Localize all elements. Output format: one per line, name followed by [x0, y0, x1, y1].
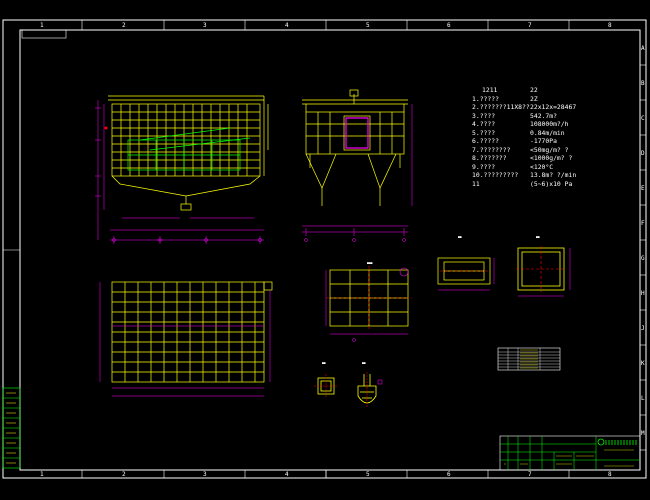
col-label: 7 [528, 22, 532, 29]
spec-row: 7.???????? <50mg/m? ? [472, 146, 622, 155]
spec-value: 22x12x=28467 [530, 103, 577, 111]
col-label: 6 [447, 471, 451, 478]
spec-header-key: 1211 [482, 86, 498, 94]
col-label: 2 [122, 471, 126, 478]
revision-table [2, 387, 21, 469]
col-label: 5 [366, 22, 370, 29]
spec-row: 2.???????11X8??22x12x=28467 [472, 103, 622, 112]
spec-key: 1.????? [472, 94, 499, 103]
detail-view-c: ■■ [314, 361, 338, 398]
row-label: L [641, 395, 645, 402]
svg-text:■■: ■■ [322, 361, 326, 365]
col-label: 1 [40, 22, 44, 29]
spec-value: (5~6)x10 Pa [530, 179, 573, 188]
spec-row: 10.????????? 13.8m? ?/min [472, 171, 622, 180]
spec-key: 5.???? [472, 128, 496, 137]
row-label: J [641, 325, 645, 332]
col-label: 8 [608, 22, 612, 29]
spec-key: 10.????????? [472, 171, 519, 179]
spec-value: <1000g/m? ? [530, 154, 573, 162]
col-label: 4 [285, 22, 289, 29]
svg-text:■■: ■■ [362, 361, 366, 365]
spec-key: 11 [472, 179, 480, 188]
spec-row: 1.????? 2Z [472, 95, 622, 104]
col-label: 6 [447, 22, 451, 29]
col-label: 5 [366, 471, 370, 478]
technical-spec-list: 1211 22 1.????? 2Z 2.???????11X8??22x12x=… [472, 86, 622, 188]
row-label: E [641, 185, 645, 192]
col-label: 8 [608, 471, 612, 478]
spec-value: 108000m?/h [530, 120, 569, 128]
outer-border [2, 19, 647, 479]
spec-row: 3.???? 542.7m? [472, 112, 622, 121]
row-label: H [641, 290, 645, 297]
row-label: A [641, 45, 645, 52]
row-label: F [641, 220, 645, 227]
row-label: B [641, 80, 645, 87]
spec-key: 6.????? [472, 137, 499, 145]
spec-value: 542.7m? [530, 111, 557, 120]
col-label: 3 [203, 22, 207, 29]
row-label: D [641, 150, 645, 157]
parts-list-table [497, 347, 561, 371]
col-label: 1 [40, 471, 44, 478]
front-elevation-view [95, 95, 269, 244]
spec-row: 4.???? 108000m?/h [472, 120, 622, 129]
spec-value: <50mg/m? ? [530, 145, 569, 154]
spec-key: 8.??????? [472, 154, 507, 162]
spec-key: 4.???? [472, 120, 496, 128]
spec-key: 7.???????? [472, 145, 511, 154]
corner-box [21, 29, 67, 39]
svg-text:■■■: ■■■ [367, 261, 373, 265]
spec-row: 11 (5~6)x10 Pa [472, 180, 622, 189]
svg-text:■■: ■■ [458, 235, 462, 239]
spec-key: 3.???? [472, 111, 496, 120]
spec-value: <120°C [530, 162, 554, 171]
detail-view-d: ■■ [357, 361, 383, 408]
row-label: M [641, 430, 645, 437]
col-label: 3 [203, 471, 207, 478]
spec-row: 8.??????? <1000g/m? ? [472, 154, 622, 163]
spec-value: 13.8m? ?/min [530, 171, 577, 179]
plan-view [99, 281, 273, 397]
row-labels: A B C D E F G H J K L M [641, 45, 645, 437]
col-label: 4 [285, 471, 289, 478]
svg-text:■■: ■■ [536, 235, 540, 239]
spec-header: 1211 22 [472, 86, 622, 95]
row-label: C [641, 115, 645, 122]
row-ticks [640, 64, 646, 451]
column-labels: 1 2 3 4 5 6 7 8 1 2 3 4 5 6 7 8 [40, 22, 612, 478]
company-logo-icon [597, 438, 637, 446]
spec-value: 2Z [530, 94, 538, 103]
title-block [499, 435, 641, 471]
detail-view-a: ■■ [437, 235, 495, 291]
spec-row: 9.???? <120°C [472, 163, 622, 172]
spec-row: 5.???? 0.84m/min [472, 129, 622, 138]
col-label: 2 [122, 22, 126, 29]
section-view: ■■■ [325, 261, 412, 342]
spec-header-value: 22 [530, 86, 538, 94]
spec-row: 6.????? -1770Pa [472, 137, 622, 146]
col-label: 7 [528, 471, 532, 478]
row-label: K [641, 360, 645, 367]
spec-key: 9.???? [472, 162, 496, 171]
detail-view-b: ■■ [516, 235, 571, 297]
side-elevation-view [302, 89, 413, 242]
row-label: G [641, 255, 645, 262]
spec-value: 0.84m/min [530, 128, 565, 137]
revision-marks [6, 392, 16, 464]
spec-key: 2.???????11X8?? [472, 103, 530, 111]
spec-value: -1770Pa [530, 137, 557, 145]
